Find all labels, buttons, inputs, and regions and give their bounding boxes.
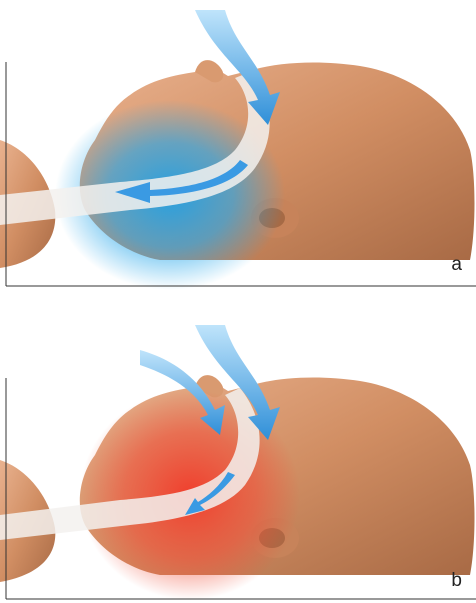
panel-b: b <box>0 300 476 600</box>
panel-a: a <box>0 0 476 300</box>
head-illustration-b <box>0 300 476 600</box>
head-illustration-a <box>0 0 476 300</box>
panel-a-label: a <box>451 254 462 276</box>
panel-b-label: b <box>451 570 462 592</box>
